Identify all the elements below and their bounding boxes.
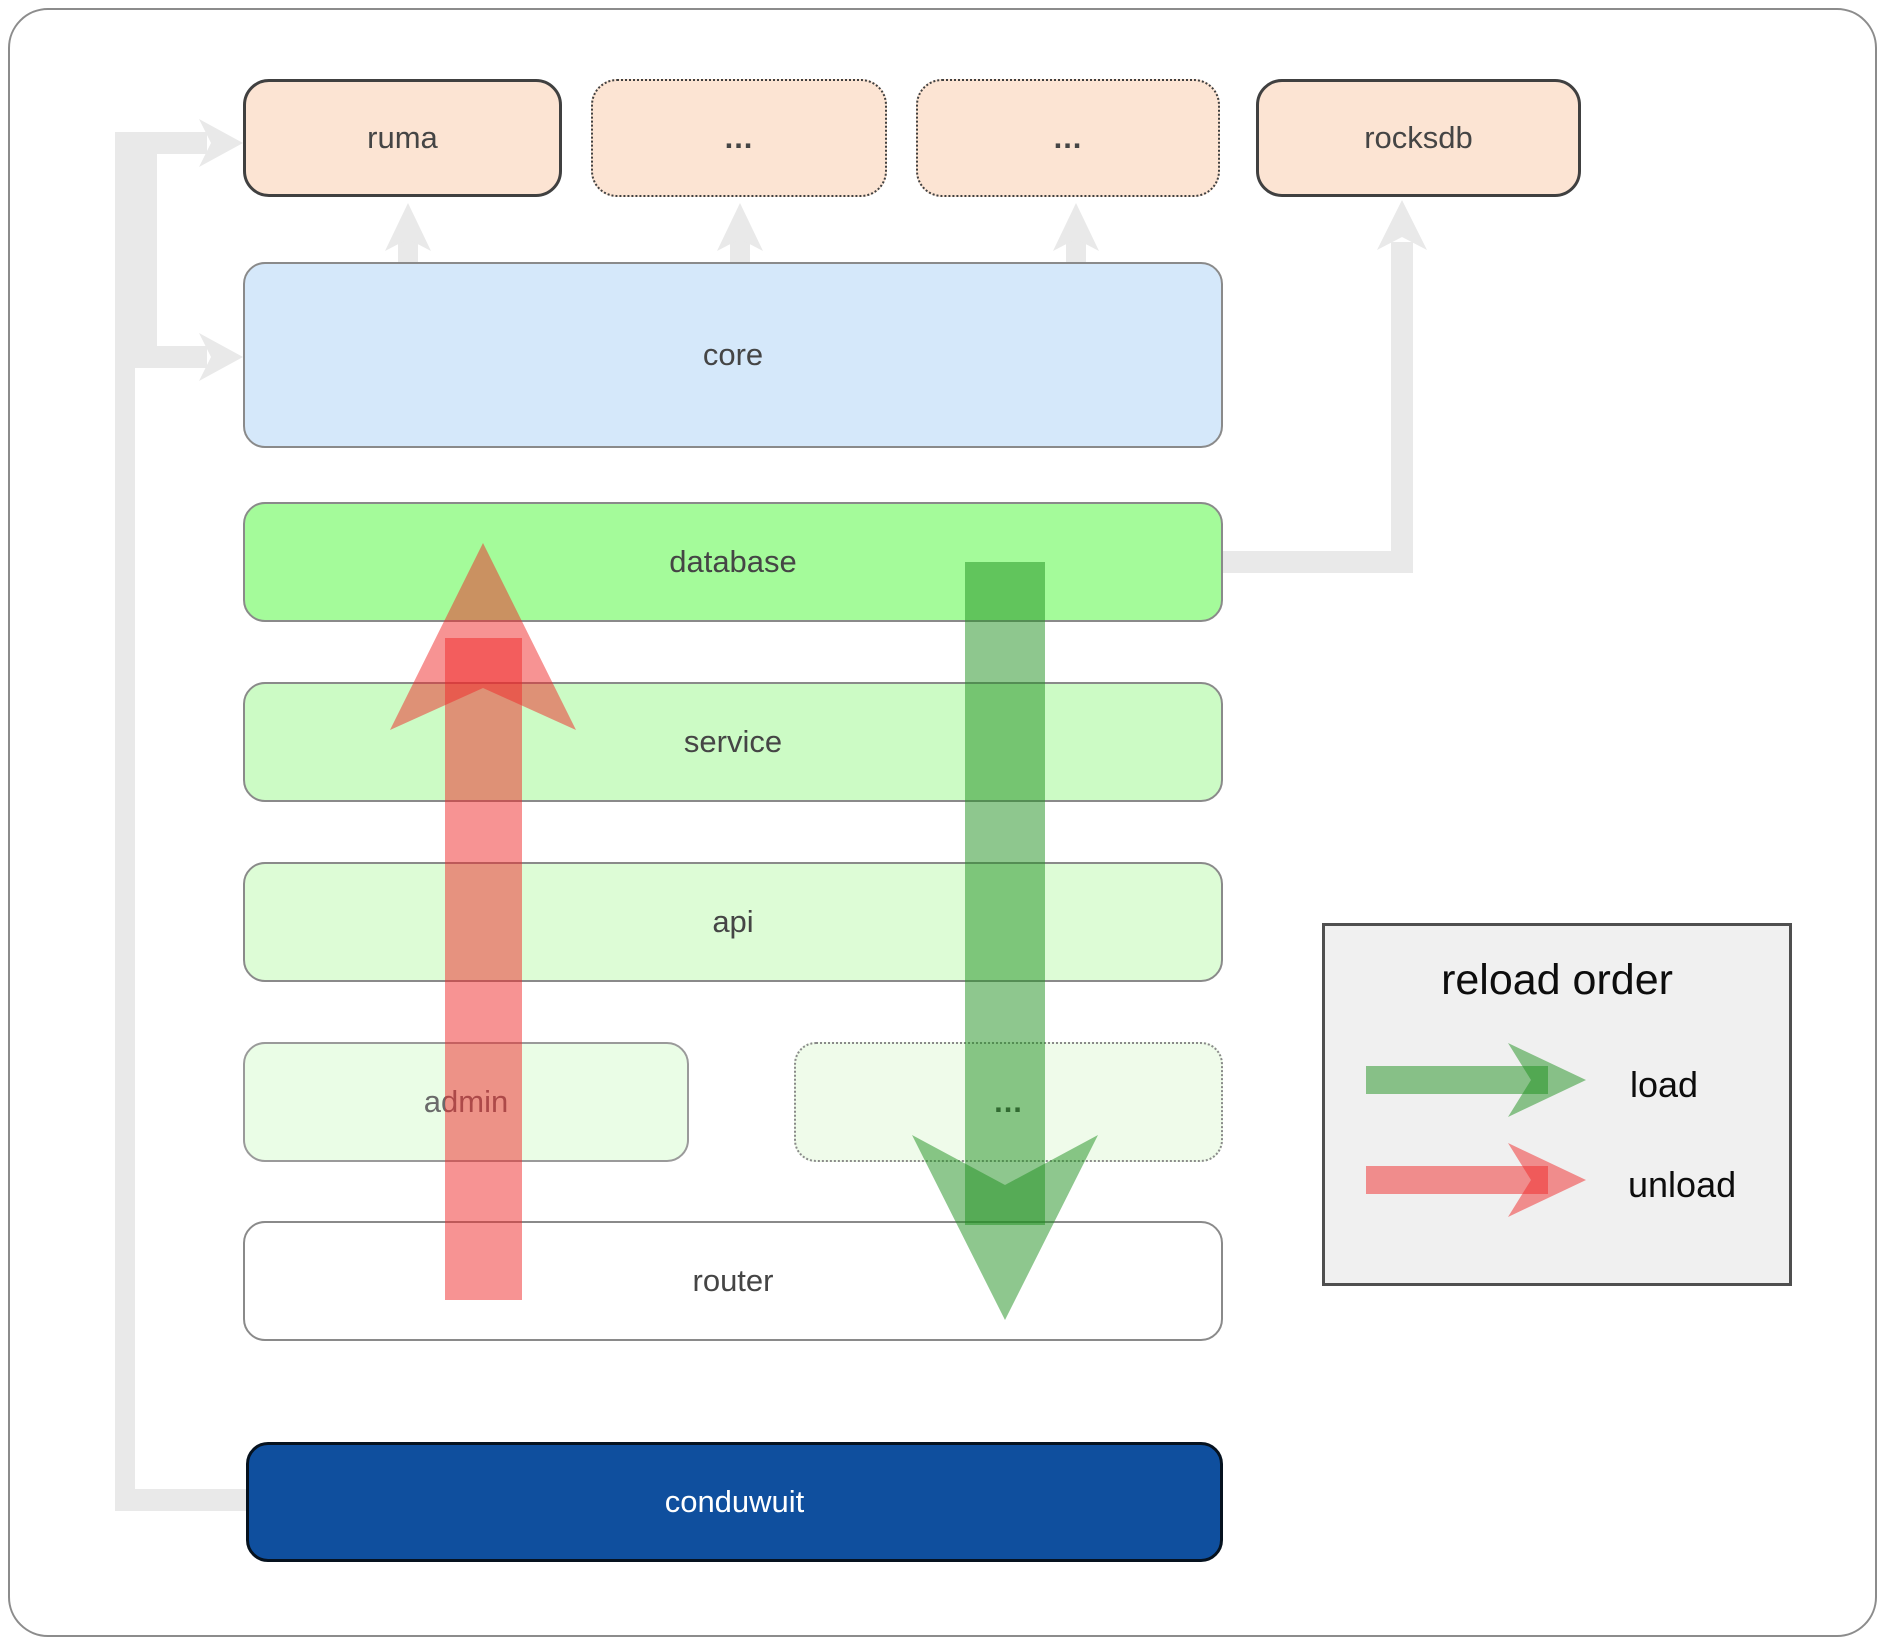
core-arrowhead-icon [199,333,243,381]
legend-load-arrow-icon [1366,1043,1586,1117]
box-ellipsis-2: ... [916,79,1220,197]
box-admin-ellipsis-label: ... [994,1084,1023,1119]
box-admin: admin [243,1042,689,1162]
box-ellipsis-1: ... [591,79,887,197]
conduwuit-connector [115,1489,246,1511]
box-conduwuit-label: conduwuit [664,1484,805,1519]
box-rocksdb: rocksdb [1256,79,1581,197]
box-conduwuit: conduwuit [246,1442,1223,1562]
legend-unload-arrow-icon [1366,1143,1586,1217]
box-service-label: service [683,724,783,759]
legend-reload-order: reload order load unload [1322,923,1792,1286]
box-ruma: ruma [243,79,562,197]
legend-load-label: load [1630,1064,1699,1105]
database-to-rocksdb-connector [1223,200,1427,573]
ruma-connector [115,132,207,154]
core-to-dots2-arrow [1053,203,1099,263]
box-admin-ellipsis: ... [794,1042,1223,1162]
box-ellipsis-2-label: ... [1053,120,1083,155]
box-database-label: database [669,544,797,579]
trunk-connector [115,133,135,1511]
box-router-label: router [692,1263,774,1298]
legend-title: reload order [1441,956,1673,1004]
core-connector-vertical [135,140,157,368]
box-admin-label: admin [423,1084,509,1119]
box-ellipsis-1-label: ... [724,120,754,155]
box-core-label: core [702,337,764,372]
box-database: database [243,502,1223,622]
legend-unload-label: unload [1628,1164,1737,1205]
core-to-ruma-arrow [385,203,431,263]
box-service: service [243,682,1223,802]
box-api: api [243,862,1223,982]
box-rocksdb-label: rocksdb [1364,120,1473,155]
ruma-arrowhead-icon [199,119,243,167]
core-connector [135,346,207,368]
diagram-outer-border [8,8,1877,1637]
box-ruma-label: ruma [367,120,438,155]
box-core: core [243,262,1223,448]
core-to-dots1-arrow [717,203,763,263]
box-api-label: api [712,904,754,939]
box-router: router [243,1221,1223,1341]
